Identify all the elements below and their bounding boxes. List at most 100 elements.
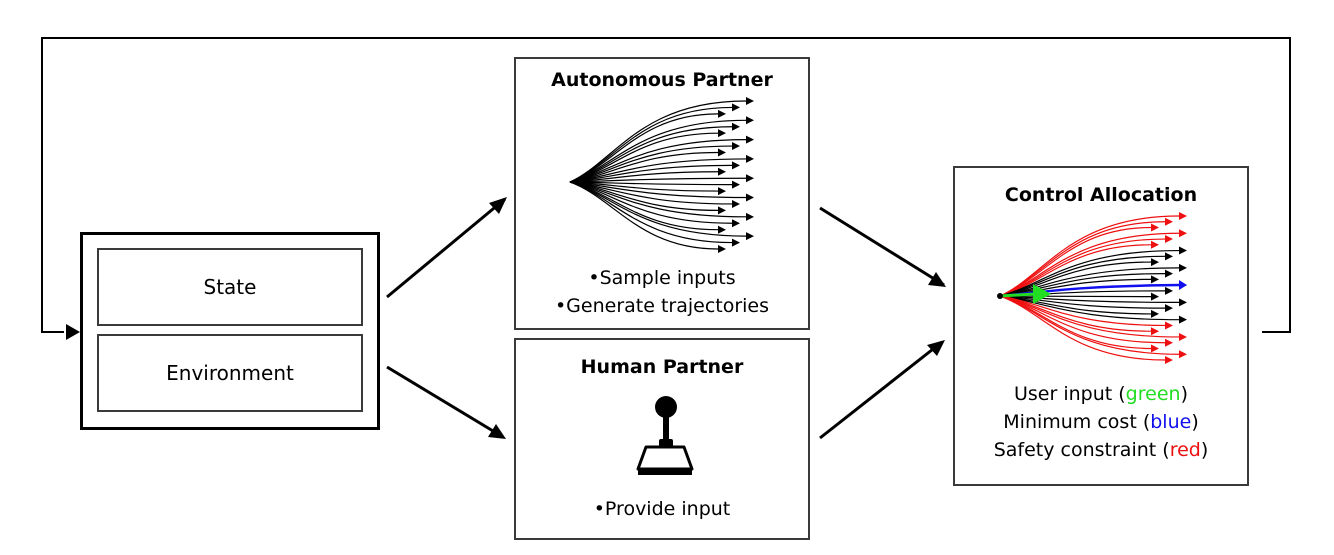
sampled-trajectory-arrowhead (718, 206, 726, 215)
user-input-line (999, 292, 1036, 298)
arrowhead-human-to-control (927, 340, 945, 356)
allocated-trajectory-curve (999, 295, 1166, 344)
sampled-trajectory-curve (569, 181, 747, 199)
sampled-trajectory-arrowhead (718, 245, 726, 253)
allocated-trajectory-curve (999, 295, 1166, 309)
allocated-trajectory-curve (999, 295, 1180, 321)
allocated-trajectory-curve (999, 295, 1152, 315)
sampled-trajectory-curve (569, 177, 747, 183)
legend-minimum-cost: Minimum cost (blue) (1003, 411, 1199, 433)
allocated-trajectory-curve (999, 295, 1180, 338)
state-label: State (203, 275, 257, 299)
legend-safety-constraint: Safety constraint (red) (993, 439, 1209, 461)
control-allocation-box: Control Allocation User input (green) Mi… (953, 166, 1249, 486)
allocated-trajectory-curve (999, 295, 1152, 332)
allocated-trajectory-arrowhead (1151, 309, 1159, 318)
feedback-loop-arrowhead (66, 324, 80, 340)
allocated-trajectory-arrowhead (1165, 217, 1173, 226)
human-partner-box: Human Partner •Provide input (514, 338, 810, 540)
arrow-autonomous-to-control (819, 206, 945, 287)
allocated-trajectory-arrowhead (1165, 338, 1173, 347)
sampled-trajectory-arrowhead (718, 148, 726, 157)
sampled-trajectory-arrowhead (746, 174, 754, 183)
sampled-trajectory-curve (569, 181, 733, 224)
allocated-trajectory-curve (999, 295, 1166, 327)
autonomous-partner-title: Autonomous Partner (551, 69, 773, 91)
allocated-trajectory-arrowhead (1151, 344, 1159, 353)
trajectory-origin-dot (997, 293, 1003, 299)
allocated-trajectory-arrowhead (1165, 235, 1173, 244)
allocated-trajectory-arrowhead (1165, 304, 1173, 313)
trajectory-allocation-graphic (997, 212, 1187, 364)
sampled-trajectory-arrowhead (718, 109, 726, 118)
sampled-trajectory-arrowhead (732, 142, 740, 151)
legend-user-input-color: green (1125, 383, 1181, 405)
allocated-trajectory-arrowhead (1179, 332, 1187, 341)
legend-user-input: User input (green) (1014, 383, 1188, 405)
allocated-trajectory-arrowhead (1151, 327, 1159, 336)
environment-box: Environment (97, 334, 363, 412)
sampled-trajectory-curve (569, 171, 719, 183)
allocated-trajectory-arrowhead (1179, 212, 1187, 220)
sampled-trajectory-curve (569, 100, 747, 183)
bullet-sample-inputs: •Sample inputs (588, 267, 736, 289)
allocated-trajectory-arrowhead (1165, 321, 1173, 330)
sampled-trajectory-arrowhead (746, 116, 754, 125)
allocated-trajectory-arrowhead (1151, 240, 1159, 249)
sampled-trajectory-curve (569, 181, 747, 237)
sampled-trajectory-arrowhead (746, 154, 754, 163)
legend-minimum-cost-color: blue (1150, 411, 1192, 433)
allocated-trajectory-arrowhead (1179, 315, 1187, 324)
allocated-trajectory-arrowhead (1165, 286, 1173, 295)
sampled-trajectory-arrowhead (718, 225, 726, 234)
sampled-trajectory-arrowhead (746, 193, 754, 202)
sampled-trajectory-arrowhead (732, 238, 740, 247)
sampled-trajectory-curve (569, 181, 747, 218)
sampled-trajectory-arrowhead (718, 187, 726, 196)
bullet-provide-input: •Provide input (593, 498, 731, 520)
state-environment-block: State Environment (80, 232, 380, 430)
allocated-trajectory-arrowhead (1165, 269, 1173, 278)
allocated-trajectory-arrowhead (1151, 258, 1159, 267)
sampled-trajectory-arrowhead (732, 180, 740, 189)
arrowhead-to-autonomous (489, 197, 507, 214)
legend-safety-constraint-color: red (1169, 439, 1201, 461)
control-allocation-title: Control Allocation (1004, 184, 1198, 206)
allocated-trajectory-arrowhead (1151, 292, 1159, 301)
sampled-trajectory-arrowhead (732, 161, 740, 170)
sampled-trajectory-curve (569, 181, 719, 192)
sampled-trajectory-curve (569, 164, 733, 183)
sampled-trajectory-arrowhead (746, 212, 754, 221)
allocated-trajectory-arrowhead (1151, 275, 1159, 284)
sampled-trajectory-curve (569, 181, 733, 186)
human-partner-title: Human Partner (580, 356, 744, 378)
allocated-trajectory-arrowhead (1179, 229, 1187, 238)
sampled-trajectory-arrowhead (718, 167, 726, 176)
sampled-trajectory-curve (569, 181, 719, 211)
arrowhead-autonomous-to-control (928, 272, 946, 287)
sampled-trajectory-arrowhead (746, 232, 754, 241)
sampled-trajectory-arrowhead (732, 219, 740, 228)
allocated-trajectory-curve (999, 295, 1152, 350)
environment-label: Environment (166, 361, 294, 385)
sampled-trajectory-curve (569, 181, 719, 250)
allocated-trajectory-arrowhead (1179, 298, 1187, 307)
sampled-trajectory-arrowhead (732, 199, 740, 208)
minimum-cost-arrowhead (1179, 280, 1187, 290)
sampled-trajectory-curve (569, 106, 733, 183)
sampled-trajectory-arrowhead (732, 103, 740, 112)
user-input-arrow (1033, 284, 1051, 304)
sampled-trajectory-curve (569, 181, 719, 231)
arrow-human-to-control (819, 340, 943, 440)
sampled-trajectory-arrowhead (746, 135, 754, 144)
arrow-state-to-autonomous (386, 197, 506, 299)
allocated-trajectory-curve (999, 295, 1180, 303)
allocated-trajectory-arrowhead (1179, 263, 1187, 272)
sampled-trajectory-curve (569, 158, 747, 183)
sampled-trajectory-arrowhead (732, 122, 740, 131)
allocated-trajectory-curve (999, 295, 1166, 361)
autonomous-partner-box: Autonomous Partner •Sample inputs •Gener… (514, 57, 810, 330)
allocated-trajectory-arrowhead (1151, 223, 1159, 232)
bullet-generate-trajectories: •Generate trajectories (554, 295, 770, 317)
